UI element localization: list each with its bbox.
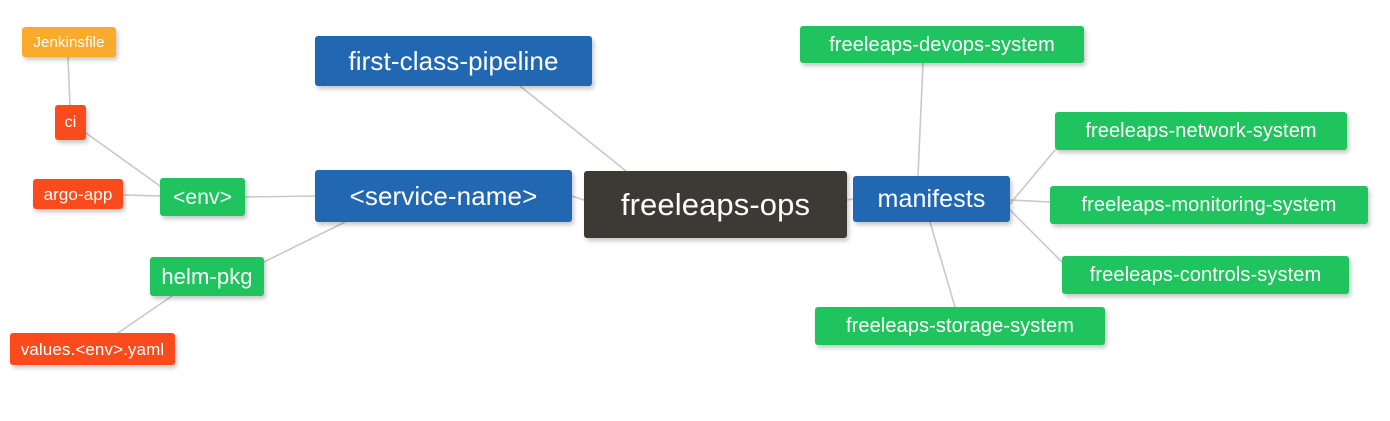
mindmap-node-service[interactable]: <service-name> xyxy=(315,170,572,222)
mindmap-node-controls[interactable]: freeleaps-controls-system xyxy=(1062,256,1349,294)
node-label: freeleaps-devops-system xyxy=(829,33,1055,56)
edge-helm-to-values xyxy=(117,295,173,334)
edge-manifests-to-storage xyxy=(929,221,956,308)
edge-root-to-service xyxy=(571,195,585,201)
edge-ci-to-jenkins xyxy=(67,56,71,106)
node-label: freeleaps-ops xyxy=(620,187,811,222)
node-label: helm-pkg xyxy=(161,263,253,289)
mindmap-node-pipeline[interactable]: first-class-pipeline xyxy=(315,36,592,86)
node-label: freeleaps-monitoring-system xyxy=(1081,194,1337,216)
edge-env-to-ci xyxy=(85,132,161,187)
node-label: freeleaps-storage-system xyxy=(845,315,1075,337)
edge-service-to-helm xyxy=(263,221,346,263)
node-label: values.<env>.yaml xyxy=(20,339,165,359)
mindmap-node-jenkins[interactable]: Jenkinsfile xyxy=(22,27,116,57)
node-label: ci xyxy=(64,113,77,131)
mindmap-node-env[interactable]: <env> xyxy=(160,178,245,216)
node-label: first-class-pipeline xyxy=(348,46,559,76)
mindmap-node-manifests[interactable]: manifests xyxy=(853,176,1010,222)
node-label: <service-name> xyxy=(349,181,538,211)
node-label: Jenkinsfile xyxy=(33,33,105,51)
node-label: freeleaps-controls-system xyxy=(1089,264,1322,286)
mindmap-node-helm[interactable]: helm-pkg xyxy=(150,257,264,296)
mindmap-node-ci[interactable]: ci xyxy=(55,105,86,140)
mindmap-node-devops[interactable]: freeleaps-devops-system xyxy=(800,26,1084,63)
edge-manifests-to-network xyxy=(1009,149,1056,205)
node-label: argo-app xyxy=(43,184,113,204)
edge-manifests-to-monitoring xyxy=(1009,199,1051,203)
edge-root-to-manifests xyxy=(846,198,854,201)
mindmap-node-argo[interactable]: argo-app xyxy=(33,179,123,209)
mindmap-node-root[interactable]: freeleaps-ops xyxy=(584,171,847,238)
edge-manifests-to-devops xyxy=(917,62,924,177)
edge-env-to-argo xyxy=(122,194,161,197)
mindmap-node-network[interactable]: freeleaps-network-system xyxy=(1055,112,1347,150)
edge-root-to-pipeline xyxy=(519,85,627,172)
edge-manifests-to-controls xyxy=(1009,209,1063,263)
mindmap-node-storage[interactable]: freeleaps-storage-system xyxy=(815,307,1105,345)
node-label: manifests xyxy=(877,184,986,213)
mindmap-node-values[interactable]: values.<env>.yaml xyxy=(10,333,175,365)
node-label: <env> xyxy=(173,185,232,209)
mindmap-node-monitoring[interactable]: freeleaps-monitoring-system xyxy=(1050,186,1368,224)
edge-service-to-env xyxy=(244,195,316,198)
node-label: freeleaps-network-system xyxy=(1085,120,1317,142)
